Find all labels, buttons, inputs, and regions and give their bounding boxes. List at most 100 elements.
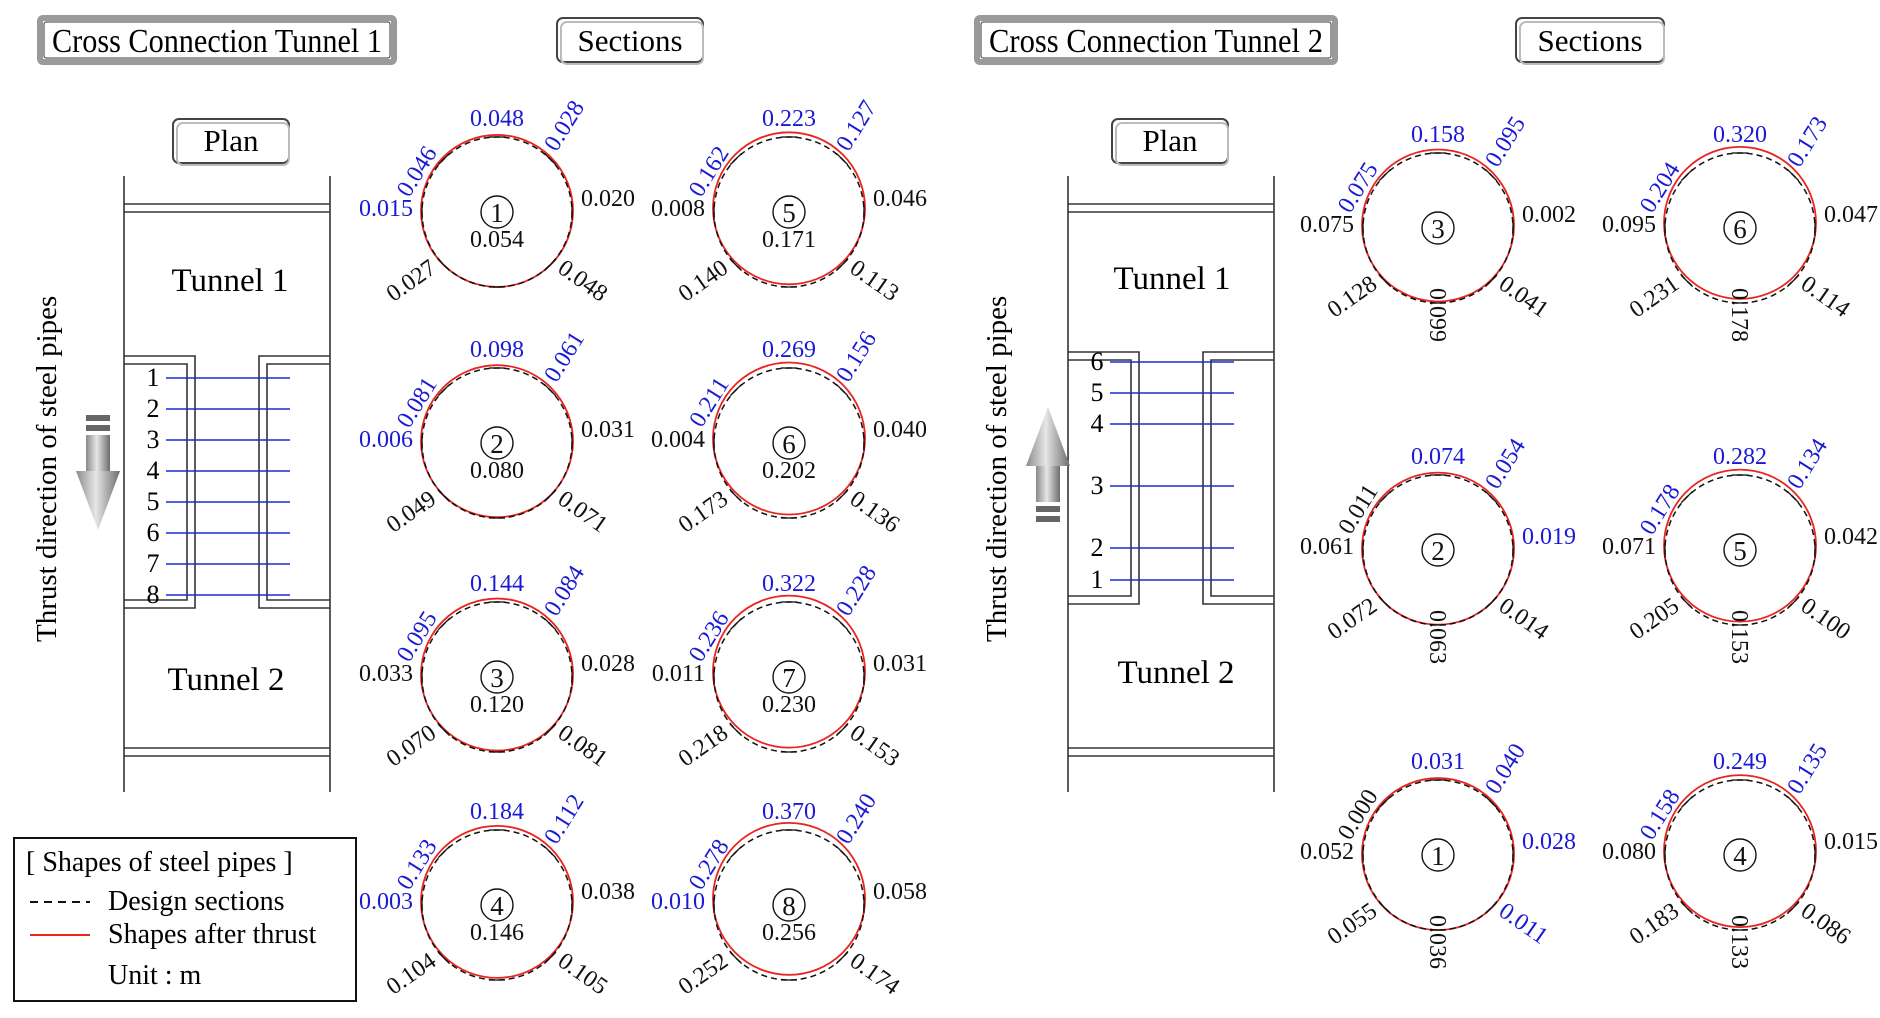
measurement-tick bbox=[729, 152, 743, 166]
panel-1-plan-label: Plan bbox=[203, 123, 259, 158]
section-value-label: 0.052 bbox=[1300, 839, 1354, 865]
section-value-label: 0.071 bbox=[1602, 534, 1656, 560]
section-value-label: 0.174 bbox=[845, 948, 904, 1000]
measurement-tick bbox=[1484, 490, 1498, 504]
section-value-label: 0.370 bbox=[762, 799, 816, 825]
pipe-number-label: 2 bbox=[1091, 533, 1104, 562]
section-value-label: 0.019 bbox=[1522, 524, 1576, 550]
section-value-label: 0.003 bbox=[359, 889, 413, 915]
measurement-tick bbox=[437, 152, 451, 166]
panel-2-title-tag: Cross Connection Tunnel 2 bbox=[974, 15, 1338, 65]
section-value-label: 0.036 bbox=[1424, 915, 1450, 969]
section-value-label: 0.211 bbox=[684, 373, 734, 432]
measurement-tick bbox=[1484, 596, 1498, 610]
section-value-label: 0.218 bbox=[674, 720, 733, 772]
pipe-number-label: 1 bbox=[147, 363, 160, 392]
measurement-tick bbox=[1378, 795, 1392, 809]
section-value-label: 0.105 bbox=[553, 948, 612, 1000]
pipe-number-label: 3 bbox=[1091, 471, 1104, 500]
section-number-circle bbox=[1421, 838, 1455, 872]
panel-2-tunnel-bottom-label: Tunnel 2 bbox=[1117, 655, 1234, 691]
pipe-number-label: 3 bbox=[147, 425, 160, 454]
section-value-label: 0.249 bbox=[1713, 749, 1767, 775]
measurement-tick bbox=[1680, 596, 1694, 610]
measurement-tick bbox=[835, 258, 849, 272]
section-value-label: 0.075 bbox=[1333, 158, 1384, 218]
section-value-label: 0.120 bbox=[470, 692, 524, 718]
panel-1-title-tag: Cross Connection Tunnel 1 bbox=[37, 15, 397, 65]
after-thrust-shape bbox=[1663, 468, 1817, 623]
panel-2-plan-drawing bbox=[1067, 176, 1275, 792]
measurement-tick bbox=[835, 617, 849, 631]
section-number: 1 bbox=[1431, 841, 1445, 871]
measurement-tick bbox=[1786, 596, 1800, 610]
section-value-label: 0.184 bbox=[470, 799, 524, 825]
measurement-tick bbox=[437, 489, 451, 503]
measurement-tick bbox=[543, 258, 557, 272]
measurement-tick bbox=[1378, 596, 1392, 610]
measurement-tick bbox=[1378, 274, 1392, 288]
after-thrust-shape bbox=[1361, 148, 1515, 303]
section-value-label: 0.135 bbox=[1782, 739, 1833, 799]
section-value-label: 0.086 bbox=[1796, 898, 1855, 950]
section-value-label: 0.202 bbox=[762, 458, 816, 484]
section-value-label: 0.058 bbox=[873, 879, 927, 905]
panel-tunnel-2: Cross Connection Tunnel 2 Sections Plan … bbox=[974, 15, 1878, 969]
section-value-label: 0.054 bbox=[470, 227, 524, 253]
legend-after-label: Shapes after thrust bbox=[108, 919, 317, 950]
measurement-tick bbox=[1680, 795, 1694, 809]
section-value-label: 0.080 bbox=[470, 458, 524, 484]
measurement-tick bbox=[1680, 490, 1694, 504]
section-number: 2 bbox=[1431, 536, 1445, 566]
section-value-label: 0.158 bbox=[1411, 122, 1465, 148]
section-number: 3 bbox=[1431, 214, 1445, 244]
section-value-label: 0.098 bbox=[470, 337, 524, 363]
section-value-label: 0.204 bbox=[1635, 158, 1686, 218]
section-value-label: 0.040 bbox=[1480, 739, 1531, 799]
after-thrust-shape bbox=[712, 594, 866, 749]
section-number-circle bbox=[772, 660, 806, 694]
measurement-tick bbox=[1378, 490, 1392, 504]
measurement-tick bbox=[543, 723, 557, 737]
measurement-tick bbox=[1786, 795, 1800, 809]
measurement-tick bbox=[1786, 490, 1800, 504]
section-value-label: 0.282 bbox=[1713, 444, 1767, 470]
measurement-tick bbox=[543, 383, 557, 397]
panel-1-tunnel-bottom-label: Tunnel 2 bbox=[167, 662, 284, 698]
section-number: 4 bbox=[1733, 841, 1747, 871]
section-value-label: 0.015 bbox=[359, 196, 413, 222]
section-value-label: 0.049 bbox=[382, 486, 441, 538]
measurement-tick bbox=[835, 951, 849, 965]
panel-2-plan-label: Plan bbox=[1142, 123, 1198, 158]
section-value-label: 0.104 bbox=[382, 948, 441, 1000]
panel-1-sections-tag: Sections bbox=[556, 17, 704, 65]
panel-1-thrust-arrow-down-icon bbox=[76, 415, 120, 530]
section-number: 2 bbox=[490, 429, 504, 459]
section-value-label: 0.072 bbox=[1323, 593, 1382, 645]
pipe-number-label: 4 bbox=[1091, 409, 1104, 438]
measurement-tick bbox=[835, 845, 849, 859]
measurement-tick bbox=[1680, 274, 1694, 288]
pipe-number-label: 5 bbox=[1091, 378, 1104, 407]
section-number-circle bbox=[772, 888, 806, 922]
panel-1-title: Cross Connection Tunnel 1 bbox=[52, 23, 382, 60]
section-value-label: 0.000 bbox=[1333, 785, 1384, 845]
section-value-label: 0.269 bbox=[762, 337, 816, 363]
section-value-label: 0.020 bbox=[581, 186, 635, 212]
panel-1-plan-drawing bbox=[123, 176, 331, 792]
section-number: 6 bbox=[782, 429, 796, 459]
section-value-label: 0.004 bbox=[651, 427, 705, 453]
section-value-label: 0.100 bbox=[1796, 593, 1855, 645]
after-thrust-shape bbox=[420, 597, 574, 752]
section-value-label: 0.153 bbox=[1726, 610, 1752, 664]
panel-1-plan-tag: Plan bbox=[172, 118, 290, 166]
section-value-label: 0.183 bbox=[1625, 898, 1684, 950]
measurement-tick bbox=[1484, 901, 1498, 915]
measurement-tick bbox=[543, 489, 557, 503]
